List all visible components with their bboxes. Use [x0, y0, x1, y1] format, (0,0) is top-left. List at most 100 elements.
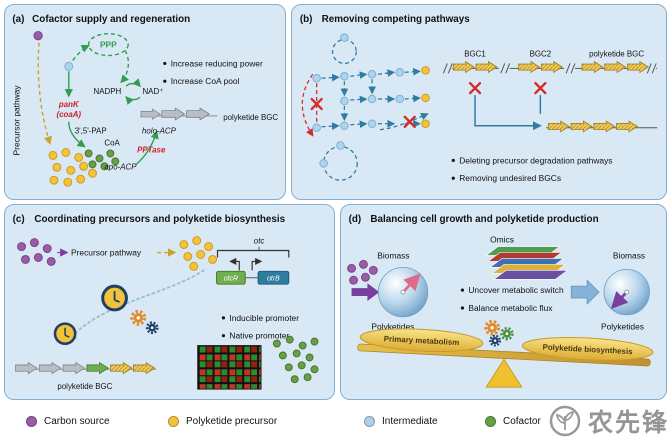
polyketide-precursor-dot-icon — [168, 416, 179, 427]
panel-d-title: Balancing cell growth and polyketide pro… — [370, 214, 598, 225]
legend-label: Cofactor — [503, 416, 541, 427]
seesaw-fulcrum — [485, 358, 523, 388]
bgc2-label: BGC2 — [530, 49, 552, 58]
bullet-removing-bgcs: Removing undesired BGCs — [459, 173, 561, 183]
pank-gene-label: panK — [58, 100, 80, 109]
genome-break-slashes — [441, 62, 657, 75]
panel-c-coordinating-precursors: (c) Coordinating precursors and polyketi… — [4, 204, 335, 400]
dial-hub — [400, 289, 406, 295]
ppp-cycle-oval — [87, 33, 129, 57]
cofactor-dot-icon — [485, 416, 496, 427]
input-flux-arrow — [351, 283, 380, 302]
timing-control-arrow — [65, 269, 205, 344]
polyketide-bgc-genes — [15, 362, 156, 375]
switch-arrow — [570, 279, 600, 305]
microarray-heatmap — [197, 345, 262, 390]
bgc1-label: BGC1 — [464, 49, 486, 58]
clock-icon — [53, 322, 77, 346]
omics-label: Omics — [490, 235, 514, 245]
legend: Carbon source Polyketide precursor Inter… — [0, 406, 671, 440]
removed-bgc1-x-icon — [468, 82, 482, 95]
panel-a-tag: (a) — [12, 14, 24, 25]
to-coa-arrow — [68, 121, 86, 148]
gear-icon — [500, 326, 514, 341]
bullet-increase-coa-pool: Increase CoA pool — [171, 76, 240, 86]
pptase-label: PPTase — [137, 145, 166, 154]
biomass-right-label: Biomass — [613, 250, 645, 260]
legend-label: Intermediate — [382, 416, 438, 427]
regulator-gene-label: otcR — [224, 276, 238, 283]
bullet-dot — [451, 158, 455, 162]
panel-c-graphic: (c) Coordinating precursors and polyketi… — [13, 214, 319, 391]
omics-layers-icon — [485, 246, 569, 280]
legend-item-polyketide-precursor: Polyketide precursor — [168, 416, 277, 427]
legend-label: Carbon source — [44, 416, 110, 427]
bullet-dot — [451, 176, 455, 180]
apo-to-holo-arrow — [135, 130, 159, 165]
panel-b-graphic: (b) Removing competing pathways — [300, 14, 658, 183]
watermark: 农先锋 — [547, 403, 669, 439]
seesaw: Primary metabolism Polyketide biosynthes… — [357, 328, 654, 367]
intermediate-dot — [64, 61, 74, 71]
legend-item-cofactor: Cofactor — [485, 416, 541, 427]
legend-item-carbon-source: Carbon source — [26, 416, 110, 427]
carbon-source-dot — [33, 31, 43, 41]
panel-d-graphic: (d) Balancing cell growth and polyketide… — [347, 214, 654, 388]
deletion-elbow-connector — [474, 95, 542, 131]
bullet-dot — [221, 334, 226, 338]
precursor-pathway-label: Precursor pathway — [71, 247, 142, 257]
carbon-source-dots — [347, 259, 378, 285]
bullet-dot — [460, 306, 465, 310]
bgc2-genes — [518, 61, 563, 73]
polyketide-bgc-label: polyketide BGC — [223, 113, 278, 122]
promoter-arrow-right — [251, 257, 263, 271]
cluster-bracket — [216, 249, 290, 258]
polyketide-bgc-genes — [140, 107, 210, 121]
watermark-logo-icon — [549, 405, 581, 437]
bgc1-genes — [452, 61, 498, 73]
cofactor-dots — [84, 149, 120, 171]
bullet-increase-reducing-power: Increase reducing power — [171, 58, 263, 68]
panel-c-title: Coordinating precursors and polyketide b… — [34, 214, 285, 225]
pap-label: 3',5'-PAP — [75, 127, 107, 136]
native-gene-box — [257, 270, 290, 285]
clock-icon — [101, 284, 128, 312]
bullet-native-promoter: Native promoter — [229, 331, 289, 341]
precursor-flux-arrow — [37, 42, 52, 145]
coaa-gene-label: (coaA) — [56, 110, 81, 119]
apo-acp-label: apo-ACP — [104, 162, 137, 171]
polyketide-bgc-label: polyketide BGC — [589, 49, 644, 58]
panel-d-tag: (d) — [349, 214, 362, 225]
polyketide-precursor-dots — [48, 148, 97, 187]
precursor-pathway-label: Precursor pathway — [11, 85, 21, 156]
deleted-pathway-x-icon — [403, 115, 416, 128]
legend-label: Polyketide precursor — [186, 416, 278, 427]
carbon-source-dots — [17, 238, 56, 266]
polyketides-right-label: Polyketides — [601, 322, 644, 332]
bullet-inducible-promoter: Inducible promoter — [229, 313, 299, 323]
polyketides-left-label: Polyketides — [371, 322, 414, 332]
panel-a-graphic: (a) Cofactor supply and regeneration Pre… — [11, 14, 278, 187]
nadph-label: NADPH — [94, 87, 122, 96]
gear-icon — [484, 319, 501, 336]
ppp-label: PPP — [100, 40, 117, 50]
panel-b-title: Removing competing pathways — [322, 14, 471, 25]
carbon-source-dot-icon — [26, 416, 37, 427]
seesaw-left-label: Primary metabolism — [384, 334, 460, 347]
gear-icon — [145, 321, 159, 335]
regulator-gene-box — [216, 270, 246, 285]
cofactor-dots — [272, 335, 319, 384]
watermark-text: 农先锋 — [587, 409, 669, 437]
otc-cluster-label: otc — [254, 237, 265, 246]
legend-item-intermediate: Intermediate — [364, 416, 438, 427]
holo-acp-label: holo-ACP — [142, 127, 177, 136]
biomass-left-label: Biomass — [377, 250, 409, 260]
nad-cycle-arrow-bottom — [125, 96, 141, 105]
bullet-dot — [460, 288, 465, 292]
bullet-dot — [163, 61, 167, 65]
dial-needle-biomass — [402, 273, 421, 294]
from-ppp-arrow — [120, 50, 130, 84]
polyketide-precursor-dots — [179, 236, 218, 271]
polyketide-bgc-label: polyketide BGC — [57, 382, 112, 391]
